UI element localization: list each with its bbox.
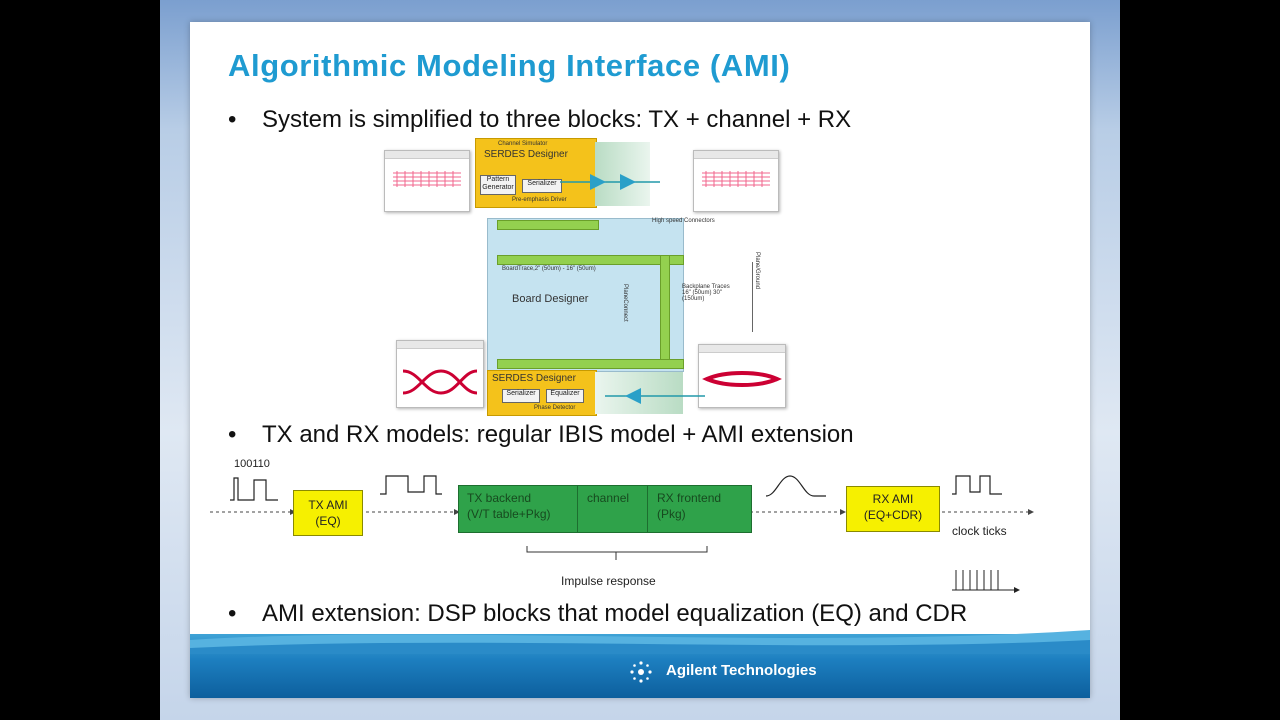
bullet-marker: • [228, 106, 262, 134]
agilent-spark-icon [628, 659, 654, 685]
cell-sublabel: (V/T table+Pkg) [467, 506, 550, 522]
bullet-marker: • [228, 421, 262, 449]
serdes-title: SERDES Designer [484, 149, 568, 160]
board-trace [497, 255, 684, 265]
waveform-icon [385, 159, 469, 211]
clock-ticks-label: clock ticks [952, 524, 1007, 538]
rx-frontend-cell: RX frontend (Pkg) [657, 490, 721, 522]
cell-sublabel: (Pkg) [657, 506, 721, 522]
tx-driver-icon [560, 172, 680, 192]
bullet-1: •System is simplified to three blocks: T… [228, 106, 851, 134]
channel-cell: channel [587, 490, 629, 506]
plane-connect-label: PlaneConnect [622, 284, 628, 322]
rx-ami-block: RX AMI (EQ+CDR) [846, 486, 940, 532]
tx-ami-block: TX AMI (EQ) [293, 490, 363, 536]
serdes-header: Channel Simulator [498, 141, 547, 147]
serializer-box: Serializer [502, 389, 540, 403]
slide: Algorithmic Modeling Interface (AMI) •Sy… [190, 22, 1090, 698]
cell-label: channel [587, 490, 629, 506]
tx-ami-label: TX AMI [294, 497, 362, 513]
cell-label: RX frontend [657, 490, 721, 506]
bullet-text: TX and RX models: regular IBIS model + A… [262, 421, 854, 448]
backplane-trace-vertical [660, 255, 670, 367]
rx-receiver-icon [595, 386, 715, 406]
rx-ami-sublabel: (EQ+CDR) [847, 507, 939, 523]
rx-waveform-thumbnail [693, 150, 779, 212]
serializer-box: Serializer [522, 179, 562, 193]
impulse-response-label: Impulse response [561, 574, 656, 588]
channel-impulse-block: TX backend (V/T table+Pkg) channel RX fr… [458, 485, 752, 533]
bullet-text: System is simplified to three blocks: TX… [262, 106, 851, 133]
tx-waveform-thumbnail [384, 150, 470, 212]
cell-label: TX backend [467, 490, 550, 506]
rx-ami-label: RX AMI [847, 491, 939, 507]
tx-backend-cell: TX backend (V/T table+Pkg) [467, 490, 550, 522]
connector-label: High speed Connectors [652, 218, 715, 224]
serdes-title: SERDES Designer [492, 373, 576, 384]
bottom-serdes-block: SERDES Designer Serializer Equalizer Pha… [487, 370, 597, 416]
bullet-2: •TX and RX models: regular IBIS model + … [228, 421, 854, 449]
company-logo-text: Agilent Technologies [666, 662, 817, 679]
plane-ground-label: Plane/Ground [754, 252, 760, 289]
board-trace-top [497, 220, 599, 230]
bit-pattern: 100110 [234, 458, 270, 470]
divider-line [752, 262, 753, 332]
board-trace-bottom [497, 359, 684, 369]
footer-wave [190, 620, 1090, 654]
eye-diagram-icon [397, 349, 483, 407]
tx-eye-thumbnail [396, 340, 484, 408]
board-designer-label: Board Designer [512, 293, 588, 305]
tx-ami-sublabel: (EQ) [294, 513, 362, 529]
serdes-footer: Phase Detector [534, 405, 575, 411]
backplane-label: Backplane Traces 16" (50um) 30" (150um) [682, 284, 734, 302]
waveform-icon [694, 159, 778, 211]
serdes-footer: Pre-emphasis Driver [512, 197, 567, 203]
equalizer-box: Equalizer [546, 389, 584, 403]
slide-title: Algorithmic Modeling Interface (AMI) [228, 48, 790, 84]
board-trace-label: BoardTrace,2" (50um) - 16" (50um) [502, 266, 596, 272]
pattern-generator-box: Pattern Generator [480, 175, 516, 195]
